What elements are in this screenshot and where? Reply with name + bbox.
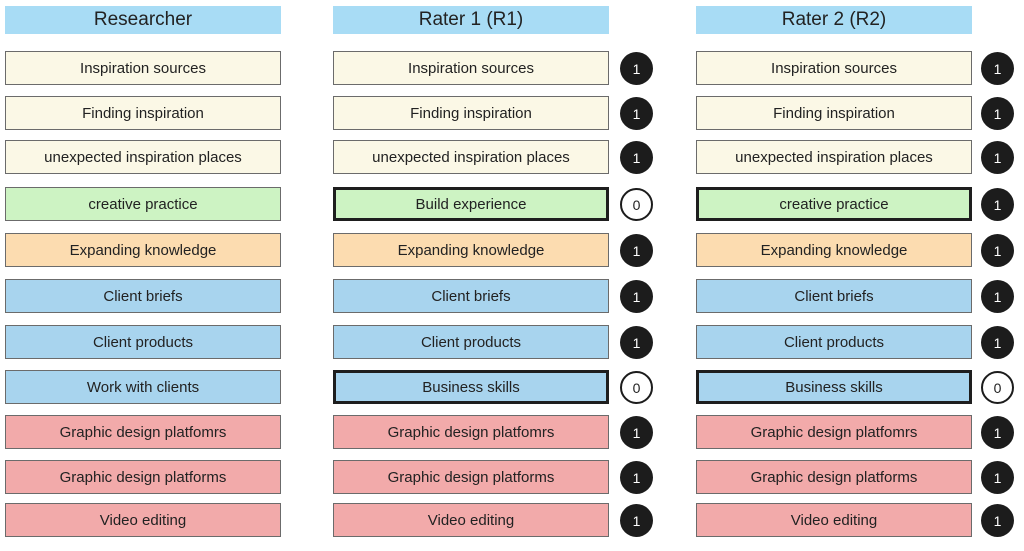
r2-agreement-badge: 1	[981, 461, 1014, 494]
r1-code-box: Business skills	[333, 370, 609, 404]
r2-code-box: Graphic design platfomrs	[696, 415, 972, 449]
researcher-code-box: Graphic design platforms	[5, 460, 281, 494]
r1-agreement-badge: 1	[620, 504, 653, 537]
r1-agreement-badge: 1	[620, 280, 653, 313]
researcher-code-box: Client briefs	[5, 279, 281, 313]
r2-code-box: Business skills	[696, 370, 972, 404]
r2-code-box: Inspiration sources	[696, 51, 972, 85]
r1-code-box: Expanding knowledge	[333, 233, 609, 267]
researcher-code-box: creative practice	[5, 187, 281, 221]
researcher-code-box: Graphic design platfomrs	[5, 415, 281, 449]
r2-agreement-badge: 1	[981, 280, 1014, 313]
r1-agreement-badge: 1	[620, 461, 653, 494]
r2-agreement-badge: 1	[981, 97, 1014, 130]
r2-agreement-badge: 1	[981, 52, 1014, 85]
r2-code-box: Client products	[696, 325, 972, 359]
r1-agreement-badge: 0	[620, 371, 653, 404]
researcher-code-box: Work with clients	[5, 370, 281, 404]
r1-agreement-badge: 1	[620, 97, 653, 130]
r2-code-box: creative practice	[696, 187, 972, 221]
r1-code-box: Client products	[333, 325, 609, 359]
rater1-header: Rater 1 (R1)	[333, 6, 609, 34]
researcher-header: Researcher	[5, 6, 281, 34]
r2-agreement-badge: 1	[981, 141, 1014, 174]
r1-code-box: unexpected inspiration places	[333, 140, 609, 174]
r2-code-box: Graphic design platforms	[696, 460, 972, 494]
r1-code-box: Video editing	[333, 503, 609, 537]
r2-code-box: Expanding knowledge	[696, 233, 972, 267]
r1-agreement-badge: 1	[620, 416, 653, 449]
researcher-code-box: Client products	[5, 325, 281, 359]
researcher-code-box: unexpected inspiration places	[5, 140, 281, 174]
r1-code-box: Build experience	[333, 187, 609, 221]
r2-code-box: Finding inspiration	[696, 96, 972, 130]
r2-agreement-badge: 1	[981, 188, 1014, 221]
researcher-code-box: Finding inspiration	[5, 96, 281, 130]
r2-agreement-badge: 1	[981, 416, 1014, 449]
r1-agreement-badge: 1	[620, 326, 653, 359]
r2-code-box: unexpected inspiration places	[696, 140, 972, 174]
r1-code-box: Finding inspiration	[333, 96, 609, 130]
r2-code-box: Video editing	[696, 503, 972, 537]
r1-code-box: Graphic design platfomrs	[333, 415, 609, 449]
r1-code-box: Graphic design platforms	[333, 460, 609, 494]
researcher-code-box: Inspiration sources	[5, 51, 281, 85]
rater2-header: Rater 2 (R2)	[696, 6, 972, 34]
researcher-code-box: Expanding knowledge	[5, 233, 281, 267]
r2-agreement-badge: 1	[981, 326, 1014, 359]
r1-agreement-badge: 1	[620, 52, 653, 85]
r1-code-box: Client briefs	[333, 279, 609, 313]
r2-agreement-badge: 0	[981, 371, 1014, 404]
r1-agreement-badge: 0	[620, 188, 653, 221]
r1-code-box: Inspiration sources	[333, 51, 609, 85]
researcher-code-box: Video editing	[5, 503, 281, 537]
r2-agreement-badge: 1	[981, 504, 1014, 537]
r2-code-box: Client briefs	[696, 279, 972, 313]
r1-agreement-badge: 1	[620, 234, 653, 267]
r1-agreement-badge: 1	[620, 141, 653, 174]
r2-agreement-badge: 1	[981, 234, 1014, 267]
